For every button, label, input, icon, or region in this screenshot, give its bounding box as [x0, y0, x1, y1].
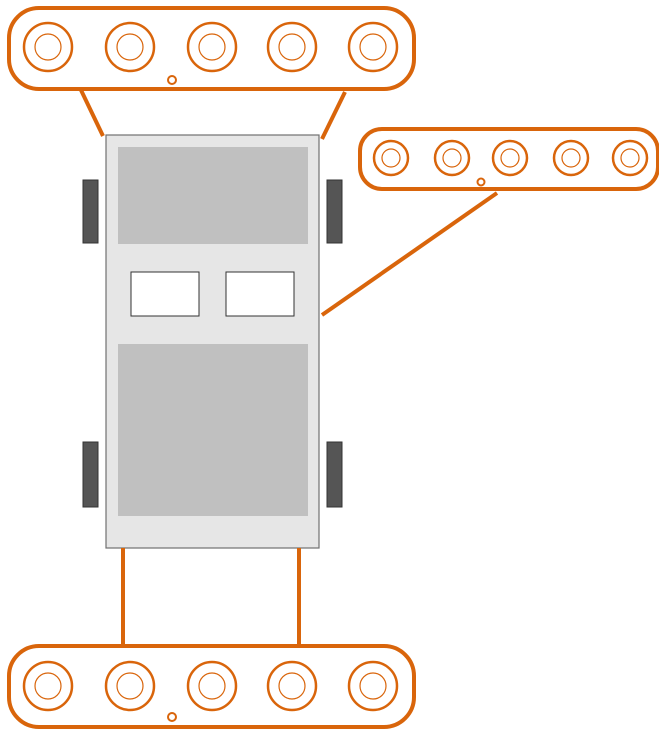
- right-strip-pin: [476, 177, 486, 187]
- top-roller-strip: [7, 6, 416, 91]
- vehicle-rear-panel: [118, 344, 308, 516]
- bottom-roller-hub: [359, 672, 387, 700]
- right-roller-hub: [561, 148, 581, 168]
- bottom-roller-strip: [7, 644, 416, 729]
- vehicle-wheel: [82, 441, 99, 508]
- vehicle: [82, 134, 343, 549]
- bottom-roller-hub: [198, 672, 226, 700]
- top-roller-hub: [198, 33, 226, 61]
- vehicle-window-left: [130, 271, 200, 317]
- vehicle-wheel: [326, 179, 343, 244]
- top-roller-hub: [278, 33, 306, 61]
- right-roller-hub: [620, 148, 640, 168]
- vehicle-wheel: [82, 179, 99, 244]
- right-roller-hub: [442, 148, 462, 168]
- top-roller-hub: [34, 33, 62, 61]
- right-connector: [320, 191, 499, 317]
- bottom-roller-hub: [116, 672, 144, 700]
- vehicle-front-panel: [118, 147, 308, 244]
- top-roller-hub: [359, 33, 387, 61]
- connectors: [78, 87, 499, 646]
- right-roller-strip: [358, 127, 659, 191]
- top-strip-pin: [167, 75, 177, 85]
- vehicle-window-right: [225, 271, 295, 317]
- bottom-roller-hub: [34, 672, 62, 700]
- top-right-connector: [320, 91, 347, 140]
- top-left-connector: [78, 87, 105, 137]
- top-roller-hub: [116, 33, 144, 61]
- bottom-roller-hub: [278, 672, 306, 700]
- vehicle-wheel: [326, 441, 343, 508]
- right-roller-hub: [381, 148, 401, 168]
- right-roller-hub: [500, 148, 520, 168]
- bottom-strip-pin: [167, 712, 177, 722]
